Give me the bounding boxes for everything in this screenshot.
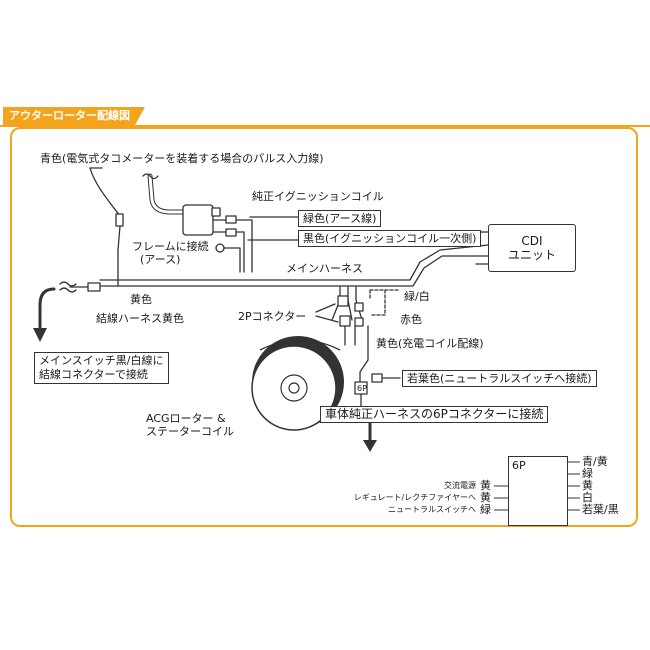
6p-left-color-0: 黄	[480, 479, 491, 492]
6p-left-desc-2: ニュートラルスイッチへ	[388, 505, 476, 514]
light-green-label: 若葉色(ニュートラルスイッチへ接続)	[402, 370, 597, 387]
yellow-charge-label: 黄色(充電コイル配線)	[376, 337, 484, 350]
green-white-label: 緑/白	[404, 290, 430, 303]
frame-ground-lug	[215, 243, 225, 253]
body-6p-arrowhead	[363, 440, 377, 452]
ignition-coil-body	[182, 204, 214, 236]
main-harness	[99, 244, 489, 281]
6p-right-pin-1: 緑	[582, 467, 593, 480]
6p-left-color-1: 黄	[480, 491, 491, 504]
body-6p-label: 車体純正ハーネスの6Pコネクターに接続	[320, 406, 549, 423]
main-switch-arrow-line	[38, 287, 56, 330]
connector-2p-label: 2Pコネクター	[238, 310, 307, 323]
main-harness-label: メインハーネス	[286, 262, 363, 275]
6p-right-pin-3: 白	[582, 491, 593, 504]
6p-small-label: 6P	[357, 384, 367, 393]
main-switch-note-2: 結線コネクターで接続	[39, 368, 148, 381]
6p-right-pin-0: 青/黄	[582, 455, 608, 468]
cdi-unit: CDI ユニット	[488, 224, 576, 272]
2p-connector-b	[339, 315, 351, 327]
cdi-label-2: ユニット	[507, 248, 556, 262]
main-switch-note: メインスイッチ黒/白線に 結線コネクターで接続	[34, 352, 169, 384]
diagram-title: アウターローター配線図	[3, 107, 145, 125]
frame-ground-sub-label: (アース)	[140, 253, 181, 266]
connector-6p-box	[508, 456, 568, 526]
cdi-label-1: CDI	[521, 234, 543, 248]
2p-connector-a	[337, 295, 349, 307]
acg-label-2: ステーターコイル	[146, 425, 234, 438]
acg-rotor	[251, 345, 337, 431]
pulse-wire	[89, 167, 121, 217]
yellow-label: 黄色	[130, 293, 152, 306]
green-white-bracket	[369, 289, 401, 316]
6p-right-pin-4: 若葉/黒	[582, 503, 619, 516]
6p-left-color-2: 緑	[480, 503, 491, 516]
6p-left-desc-1: レギュレート/レクチファイヤーへ	[353, 493, 476, 502]
6p-right-pin-2: 黄	[582, 479, 593, 492]
binding-harness-label: 結線ハーネス黄色	[96, 312, 184, 325]
diagram-frame	[10, 127, 638, 527]
pulse-wire-label: 青色(電気式タコメーターを装着する場合のパルス入力線)	[40, 152, 324, 165]
pulse-connector	[115, 213, 124, 227]
red-label: 赤色	[400, 313, 422, 326]
connector-6p-tag: 6P	[512, 459, 526, 472]
main-switch-arrowhead	[33, 328, 47, 342]
ignition-coil-label: 純正イグニッションコイル	[252, 190, 384, 203]
6p-left-desc-0: 交流電源	[444, 481, 476, 490]
main-switch-note-1: メインスイッチ黒/白線に	[39, 354, 164, 367]
green-earth-label: 緑色(アース線)	[298, 210, 382, 227]
acg-label-1: ACGローター &	[146, 412, 226, 425]
black-primary-label: 黒色(イグニッションコイル一次側)	[298, 230, 482, 247]
frame-ground-label: フレームに接続	[132, 240, 209, 253]
header-rule	[0, 125, 650, 127]
